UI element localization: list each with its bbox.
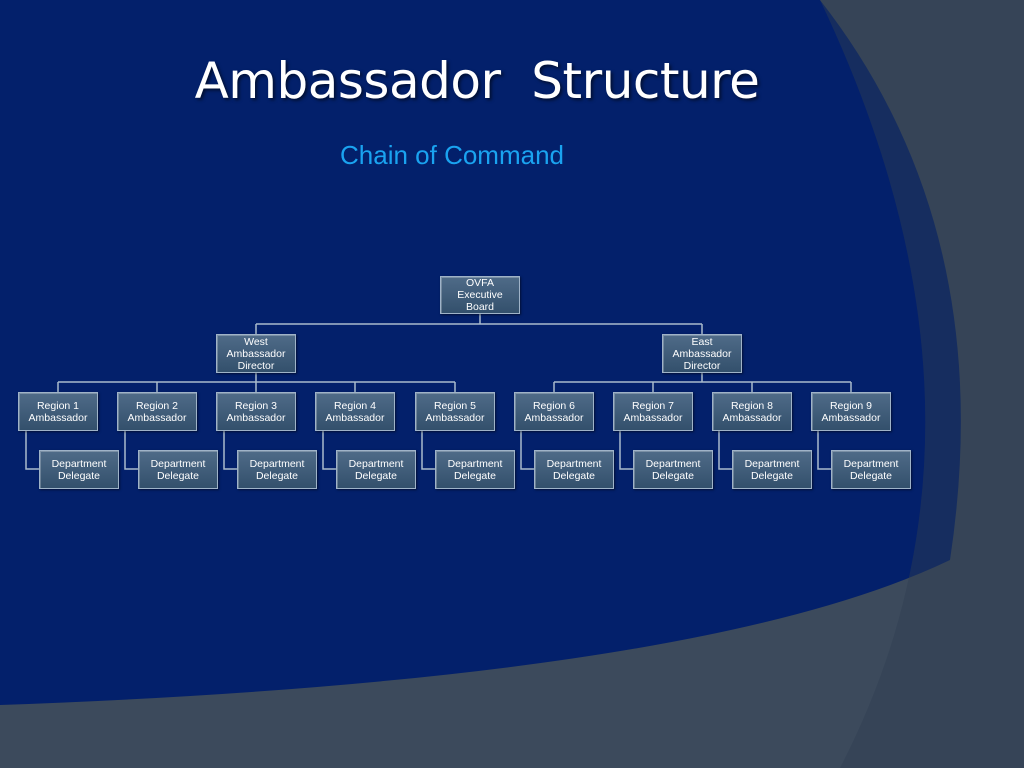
org-node-delegate-1: Department Delegate bbox=[39, 450, 119, 489]
org-node-region-6: Region 6 Ambassador bbox=[514, 392, 594, 431]
org-node-delegate-9: Department Delegate bbox=[831, 450, 911, 489]
slide-subtitle: Chain of Command bbox=[340, 140, 564, 170]
org-node-west-director: West Ambassador Director bbox=[216, 334, 296, 373]
org-node-region-5: Region 5 Ambassador bbox=[415, 392, 495, 431]
slide-title: Ambassador Structure bbox=[194, 52, 760, 110]
org-node-delegate-8: Department Delegate bbox=[732, 450, 812, 489]
org-node-region-9: Region 9 Ambassador bbox=[811, 392, 891, 431]
org-node-region-1: Region 1 Ambassador bbox=[18, 392, 98, 431]
org-node-region-4: Region 4 Ambassador bbox=[315, 392, 395, 431]
org-node-delegate-6: Department Delegate bbox=[534, 450, 614, 489]
org-node-delegate-3: Department Delegate bbox=[237, 450, 317, 489]
org-node-region-7: Region 7 Ambassador bbox=[613, 392, 693, 431]
org-node-region-3: Region 3 Ambassador bbox=[216, 392, 296, 431]
org-node-region-2: Region 2 Ambassador bbox=[117, 392, 197, 431]
org-node-delegate-4: Department Delegate bbox=[336, 450, 416, 489]
org-node-delegate-7: Department Delegate bbox=[633, 450, 713, 489]
org-node-delegate-5: Department Delegate bbox=[435, 450, 515, 489]
org-node-delegate-2: Department Delegate bbox=[138, 450, 218, 489]
org-node-executive-board: OVFA Executive Board bbox=[440, 276, 520, 314]
org-node-east-director: East Ambassador Director bbox=[662, 334, 742, 373]
org-node-region-8: Region 8 Ambassador bbox=[712, 392, 792, 431]
